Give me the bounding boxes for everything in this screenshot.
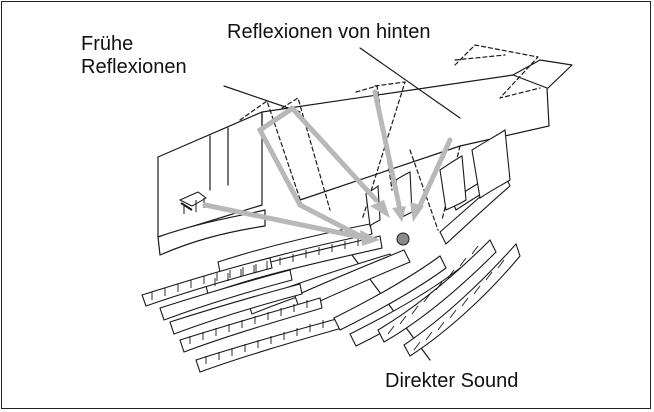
listener-icon — [396, 232, 410, 246]
stage-floor — [157, 209, 266, 256]
early-reflection-arrow-2 — [289, 105, 379, 203]
seat-dividers — [151, 238, 505, 364]
rear-reflections-label: Reflexionen von hinten — [227, 21, 431, 43]
seating-rows — [141, 129, 521, 373]
reflection-arrow-center — [372, 89, 403, 213]
direct-sound-label: Direkter Sound — [385, 370, 519, 392]
early-reflection-arrow-1 — [256, 107, 363, 239]
leader-rear — [359, 47, 461, 119]
direct-sound-arrow — [202, 202, 368, 241]
early-reflections-label: Frühe Reflexionen — [81, 33, 187, 79]
early-reflections-line2: Reflexionen — [81, 56, 187, 78]
sound-arrows — [202, 89, 453, 241]
reflection-paths — [239, 44, 541, 231]
early-reflections-line1: Frühe — [81, 33, 134, 55]
arrow-heads — [360, 200, 424, 246]
rear-reflection-arrow — [415, 137, 453, 213]
leader-early — [223, 85, 301, 113]
